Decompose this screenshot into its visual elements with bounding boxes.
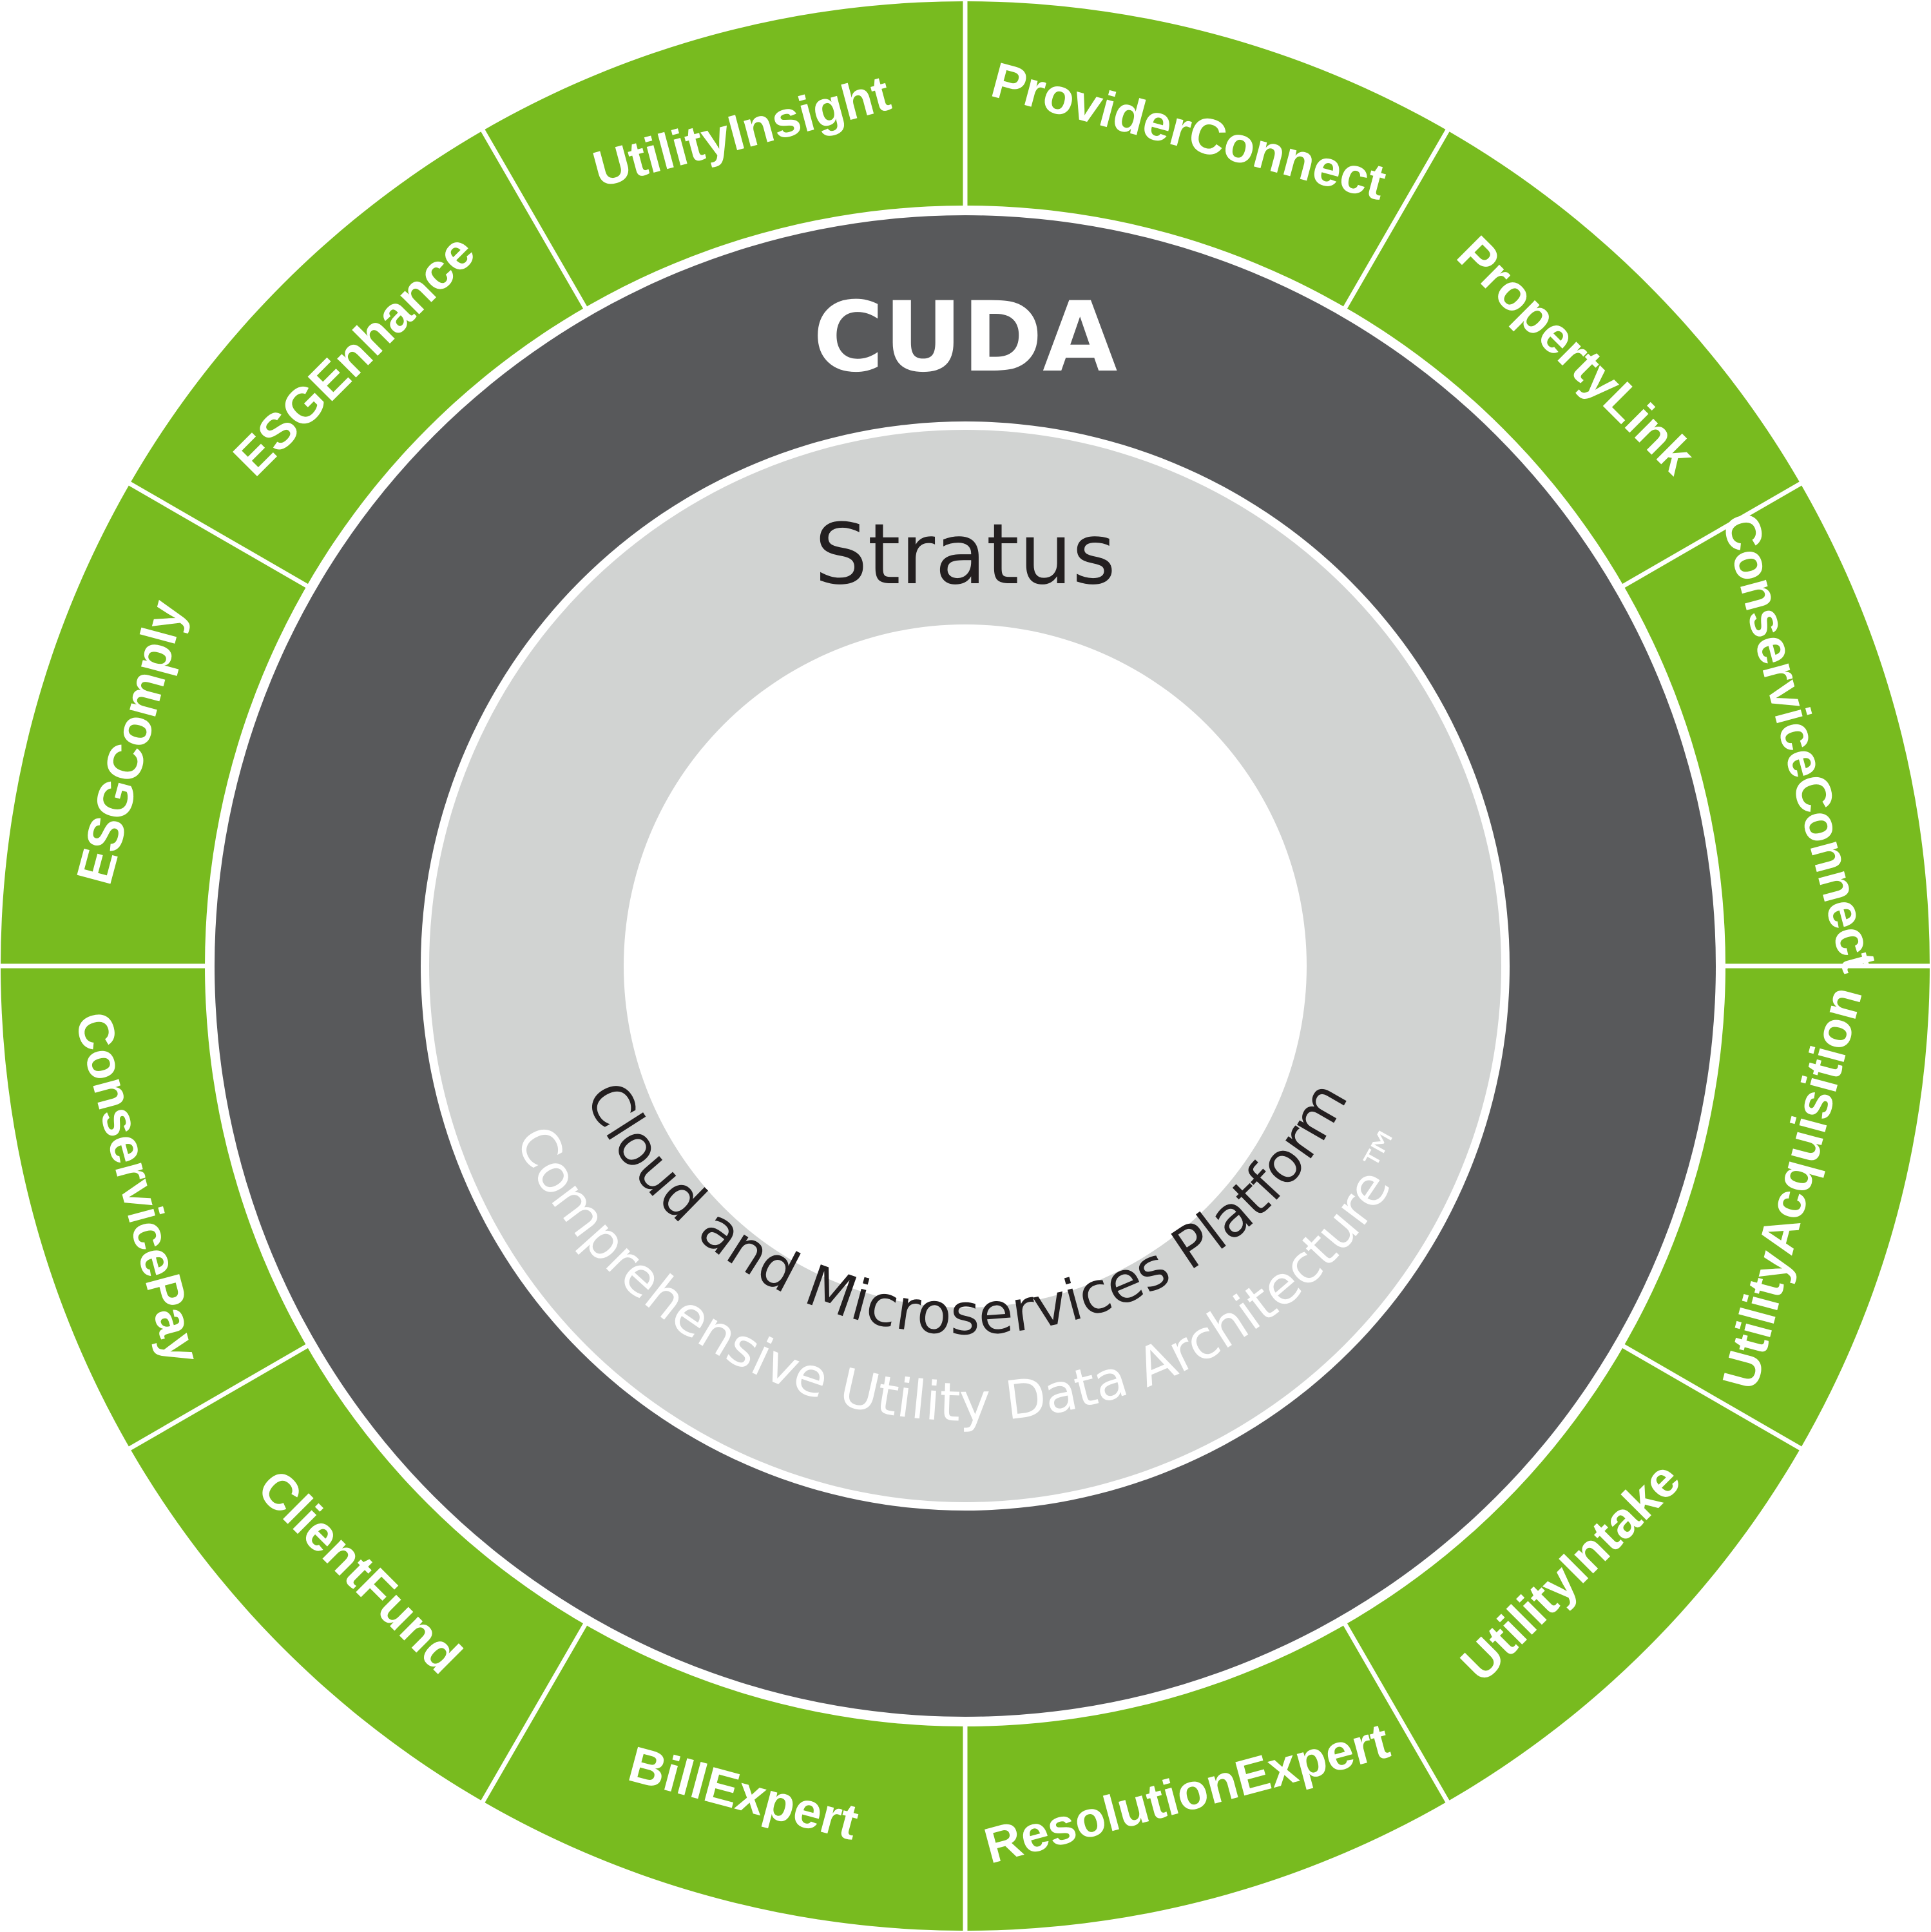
segment-divider xyxy=(479,1620,589,1806)
segment-divider xyxy=(126,1342,311,1453)
segment-divider xyxy=(1619,479,1805,590)
center-core xyxy=(624,624,1307,1308)
segment-divider xyxy=(1341,126,1452,312)
segment-divider xyxy=(1341,1620,1452,1806)
segment-divider xyxy=(479,126,589,312)
segment-divider xyxy=(1619,1342,1805,1453)
segment-divider xyxy=(126,479,311,590)
stratus-title: Stratus xyxy=(814,505,1116,603)
cuda-title: CUDA xyxy=(813,282,1118,394)
